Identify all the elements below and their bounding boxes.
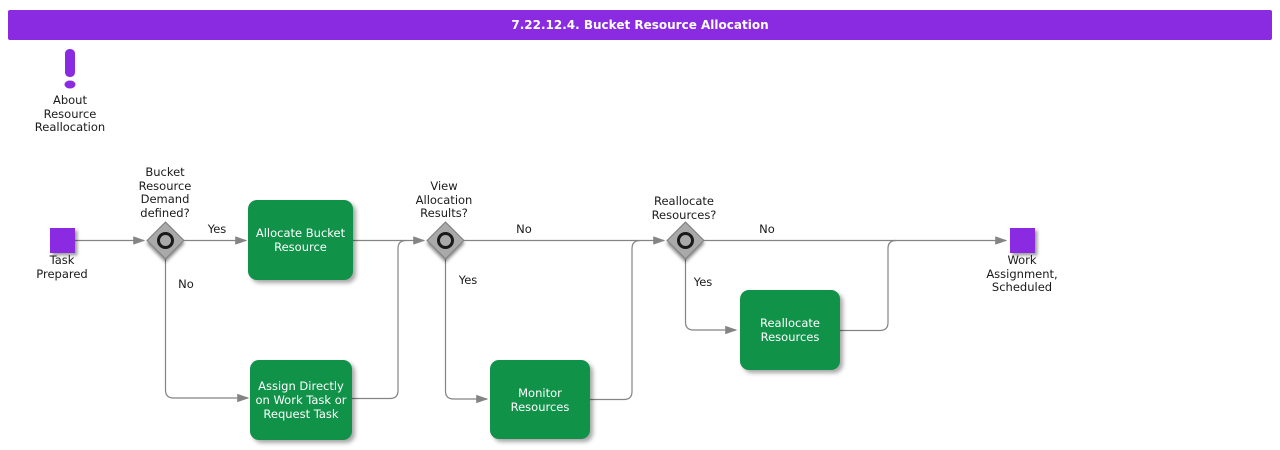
gateway-2-question: View Allocation Results? xyxy=(415,179,473,220)
gateway-circle-icon xyxy=(676,231,694,249)
end-event-work-assignment-scheduled xyxy=(1010,228,1035,253)
gateway-1-yes-label: Yes xyxy=(207,222,227,236)
about-note[interactable]: About Resource Reallocation xyxy=(30,46,110,135)
gateway-3-question: Reallocate Resources? xyxy=(651,194,717,222)
task-reallocate-resources[interactable]: Reallocate Resources xyxy=(740,290,840,370)
gateway-3-no-label: No xyxy=(759,222,775,236)
gateway-circle-icon xyxy=(436,231,454,249)
gateway-circle-icon xyxy=(156,231,174,249)
start-event-task-prepared xyxy=(50,228,75,253)
task-assign-directly[interactable]: Assign Directly on Work Task or Request … xyxy=(250,360,352,440)
task-monitor-resources[interactable]: Monitor Resources xyxy=(490,360,590,439)
gateway-2-no-label: No xyxy=(516,222,532,236)
end-event-label: Work Assignment, Scheduled xyxy=(986,253,1058,294)
gateway-2-yes-label: Yes xyxy=(458,273,478,287)
gateway-1-question: Bucket Resource Demand defined? xyxy=(138,165,192,220)
gateway-bucket-resource-demand xyxy=(145,220,185,260)
task-allocate-bucket-resource[interactable]: Allocate Bucket Resource xyxy=(248,200,353,280)
page-title: 7.22.12.4. Bucket Resource Allocation xyxy=(8,10,1272,40)
gateway-view-allocation-results xyxy=(425,220,465,260)
exclamation-icon xyxy=(30,46,110,92)
gateway-1-no-label: No xyxy=(178,277,194,291)
gateway-3-yes-label: Yes xyxy=(693,275,713,289)
start-event-label: Task Prepared xyxy=(36,253,88,281)
gateway-reallocate-resources xyxy=(665,220,705,260)
about-note-label: About Resource Reallocation xyxy=(34,93,106,134)
